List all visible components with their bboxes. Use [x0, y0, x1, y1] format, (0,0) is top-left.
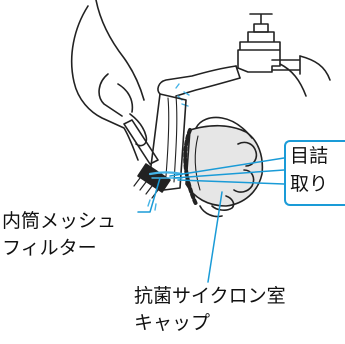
callout-line-clog-1 — [169, 157, 285, 177]
cap-dotted-rim — [183, 128, 198, 206]
faucet-handle — [249, 13, 273, 33]
inner-mesh-filter — [148, 93, 187, 191]
callout-inner-mesh-filter: 内筒メッシュ フィルター — [2, 208, 116, 262]
callout-inner-mesh-filter-line1: 内筒メッシュ — [2, 210, 117, 232]
callout-inner-mesh-filter-line2: フィルター — [2, 237, 97, 259]
callout-cyclone-cap-line1: 抗菌サイクロン室 — [134, 285, 286, 307]
callout-clog-line1: 目詰 — [290, 145, 329, 167]
faucet-right-pipe — [279, 55, 331, 97]
faucet-neck — [235, 65, 241, 79]
callout-cyclone-cap-line2: キャップ — [134, 312, 211, 334]
callout-lines — [137, 157, 285, 283]
cleaning-brush — [123, 119, 171, 199]
callout-clog-line2: 取り — [290, 173, 329, 195]
faucet-spout — [157, 65, 241, 97]
faucet-pipe — [271, 55, 301, 75]
callout-clog-box: 目詰 取り — [284, 140, 345, 206]
left-hand — [70, 0, 148, 161]
faucet-body — [237, 31, 281, 73]
callout-line-clog-2 — [173, 169, 285, 179]
callout-line-filter — [137, 177, 161, 213]
callout-line-cap — [207, 191, 223, 283]
brush-handle — [123, 119, 159, 165]
right-hand — [195, 116, 258, 218]
faucet — [157, 13, 331, 97]
callout-line-clog-3 — [177, 179, 285, 185]
callout-cyclone-cap: 抗菌サイクロン室 キャップ — [134, 283, 286, 337]
cyclone-cap — [183, 124, 264, 207]
